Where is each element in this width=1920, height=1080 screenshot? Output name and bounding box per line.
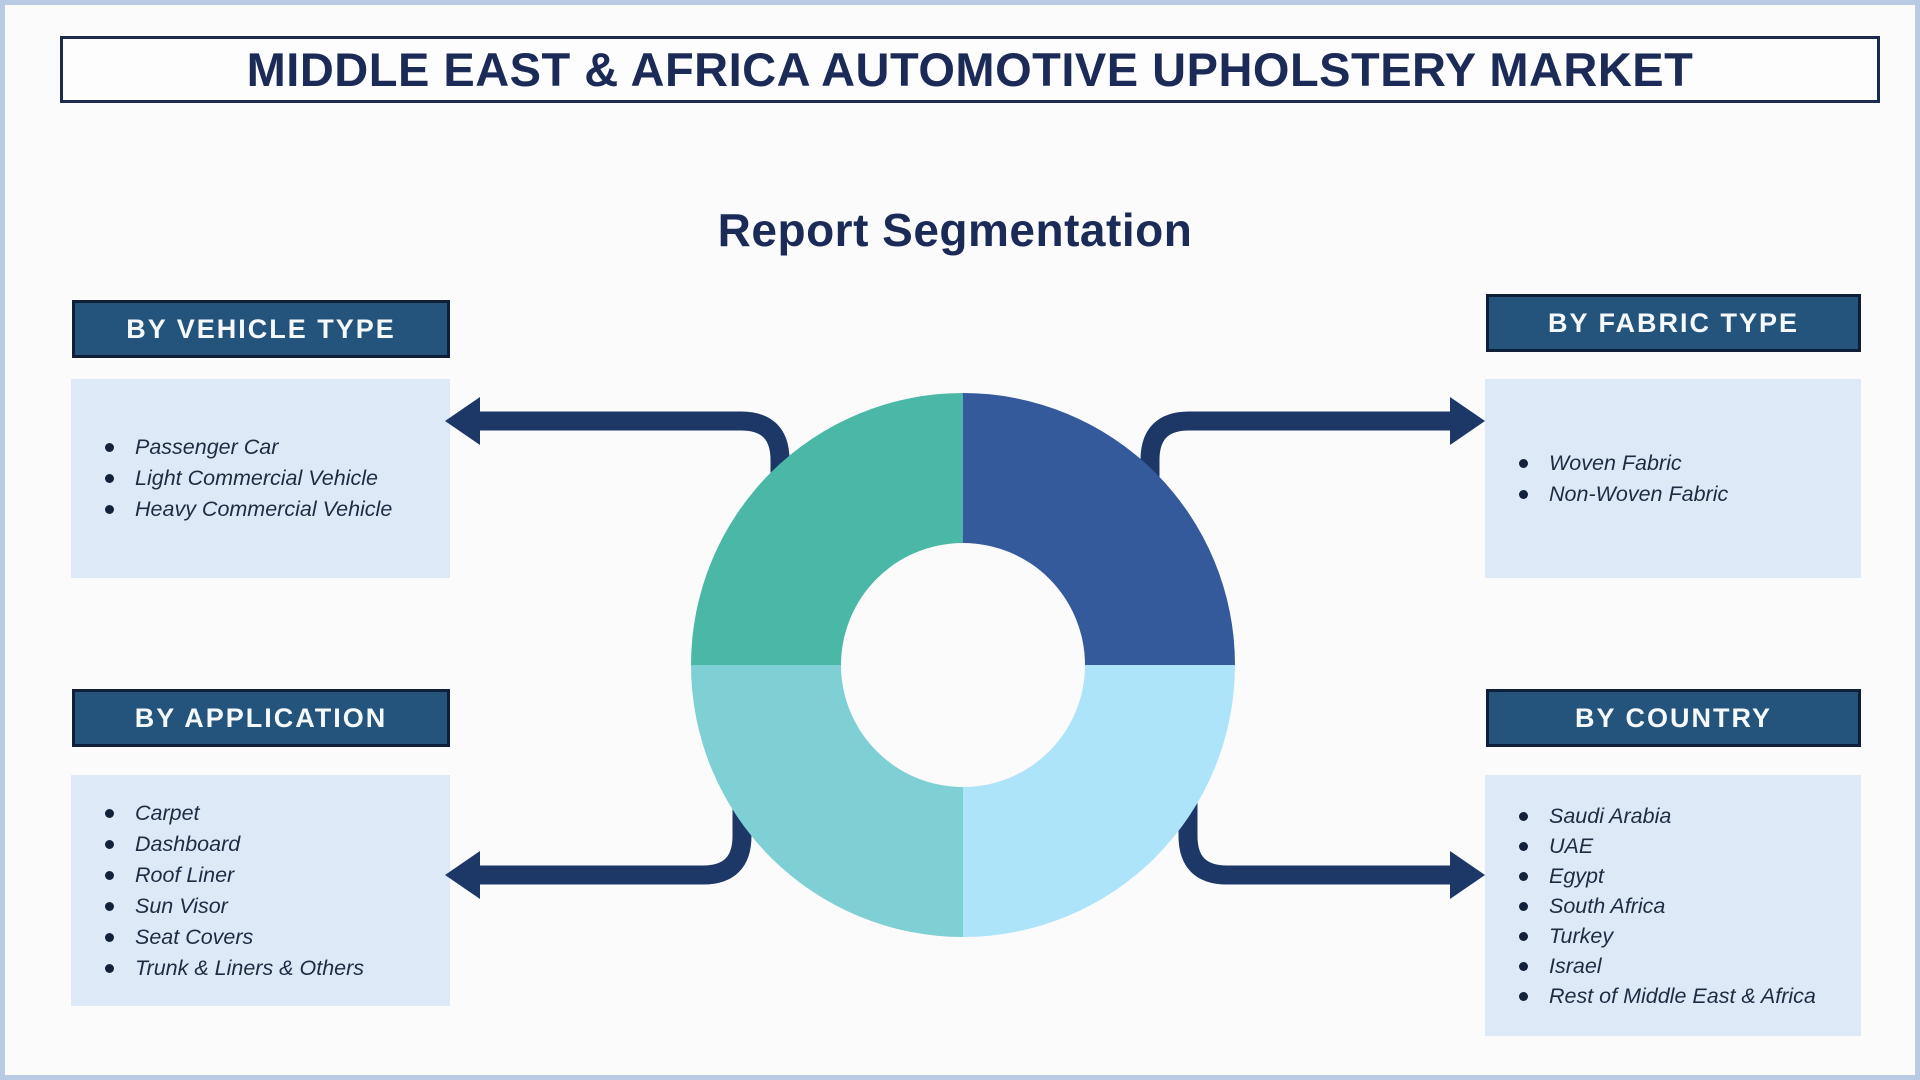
list-item: Trunk & Liners & Others — [97, 953, 436, 984]
arrowhead-right-icon — [1450, 851, 1485, 899]
section-header-vehicle-type: BY VEHICLE TYPE — [72, 300, 450, 358]
section-header-label: BY COUNTRY — [1574, 702, 1773, 733]
list-item: Heavy Commercial Vehicle — [97, 494, 436, 525]
application-list: Carpet Dashboard Roof Liner Sun Visor Se… — [97, 798, 436, 984]
donut-segment-bottom-left — [691, 665, 963, 937]
list-item: Israel — [1511, 951, 1847, 981]
list-item: South Africa — [1511, 891, 1847, 921]
elbow-arrow-to-application — [445, 795, 752, 899]
arrow-shaft — [1178, 795, 1455, 885]
list-item: Carpet — [97, 798, 436, 829]
elbow-arrow-to-vehicle-type — [445, 397, 790, 545]
list-item: Dashboard — [97, 829, 436, 860]
vehicle-type-list: Passenger Car Light Commercial Vehicle H… — [97, 432, 436, 525]
section-header-country: BY COUNTRY — [1486, 689, 1861, 747]
list-item: Non-Woven Fabric — [1511, 479, 1847, 510]
section-header-label: BY FABRIC TYPE — [1547, 307, 1800, 338]
donut-segment-top-left — [691, 393, 963, 665]
elbow-arrow-to-fabric-type — [1140, 397, 1485, 545]
list-item: UAE — [1511, 831, 1847, 861]
list-item: Seat Covers — [97, 922, 436, 953]
list-item: Turkey — [1511, 921, 1847, 951]
list-item: Light Commercial Vehicle — [97, 463, 436, 494]
arrowhead-left-icon — [445, 851, 480, 899]
subtitle: Report Segmentation — [717, 204, 1193, 256]
list-item: Roof Liner — [97, 860, 436, 891]
donut-segment-top-right — [963, 393, 1235, 665]
section-header-label: BY APPLICATION — [134, 702, 388, 733]
arrowhead-left-icon — [445, 397, 480, 445]
list-item: Woven Fabric — [1511, 448, 1847, 479]
arrow-shaft — [475, 795, 752, 885]
list-item: Passenger Car — [97, 432, 436, 463]
page-title: MIDDLE EAST & AFRICA AUTOMOTIVE UPHOLSTE… — [246, 43, 1694, 96]
section-header-application: BY APPLICATION — [72, 689, 450, 747]
title-box: MIDDLE EAST & AFRICA AUTOMOTIVE UPHOLSTE… — [60, 36, 1880, 103]
section-list-vehicle-type: Passenger Car Light Commercial Vehicle H… — [71, 379, 450, 578]
arrow-shaft — [1140, 411, 1455, 545]
section-header-fabric-type: BY FABRIC TYPE — [1486, 294, 1861, 352]
section-list-fabric-type: Woven Fabric Non-Woven Fabric — [1485, 379, 1861, 578]
list-item: Rest of Middle East & Africa — [1511, 981, 1847, 1011]
arrow-shaft — [475, 411, 790, 545]
list-item: Saudi Arabia — [1511, 801, 1847, 831]
section-list-country: Saudi Arabia UAE Egypt South Africa Turk… — [1485, 775, 1861, 1036]
arrowhead-right-icon — [1450, 397, 1485, 445]
country-list: Saudi Arabia UAE Egypt South Africa Turk… — [1511, 801, 1847, 1011]
list-item: Egypt — [1511, 861, 1847, 891]
elbow-arrow-to-country — [1178, 795, 1485, 899]
donut-chart — [691, 393, 1235, 937]
list-item: Sun Visor — [97, 891, 436, 922]
fabric-type-list: Woven Fabric Non-Woven Fabric — [1511, 448, 1847, 510]
section-header-label: BY VEHICLE TYPE — [126, 313, 396, 344]
section-list-application: Carpet Dashboard Roof Liner Sun Visor Se… — [71, 775, 450, 1006]
donut-segment-bottom-right — [963, 665, 1235, 937]
